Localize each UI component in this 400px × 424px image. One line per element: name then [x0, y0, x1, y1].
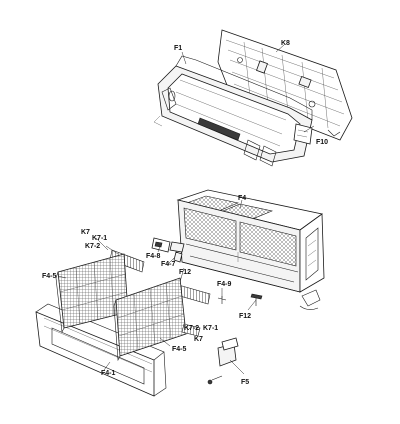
label-f4-1: F4-1 — [101, 370, 116, 377]
label-k7-top: K7 — [81, 229, 90, 236]
air-filter-right-f4-5 — [113, 277, 187, 362]
chassis-f1 — [153, 55, 313, 167]
label-f4-7: F4-7 — [161, 261, 176, 268]
label-f4: F4 — [238, 195, 246, 202]
label-k7-1-top: K7-1 — [92, 235, 107, 242]
label-f4-8: F4-8 — [146, 253, 161, 260]
air-filter-left-f4-5 — [55, 253, 129, 334]
part-f10 — [293, 123, 313, 145]
label-f5: F5 — [241, 379, 249, 386]
label-f4-5-bottom: F4-5 — [172, 346, 187, 353]
label-k7-bottom: K7 — [194, 336, 203, 343]
label-k7-1-bottom: K7-1 — [203, 325, 218, 332]
label-f12-a: F12 — [179, 269, 191, 276]
display-board-f4-8 — [151, 237, 171, 253]
label-f12-b: F12 — [239, 313, 251, 320]
label-k7-2-bottom: K7-2 — [184, 325, 199, 332]
screw-f12 — [250, 293, 263, 306]
label-k8: K8 — [281, 40, 290, 47]
front-panel-f4-1 — [35, 303, 167, 397]
label-f4-5-left: F4-5 — [42, 273, 57, 280]
label-f10: F10 — [316, 139, 328, 146]
leader-lines — [57, 44, 315, 375]
clip-f4-7 — [169, 241, 185, 263]
mounting-plate-k8 — [217, 29, 353, 141]
label-f1: F1 — [174, 45, 182, 52]
label-f4-9: F4-9 — [217, 281, 232, 288]
filter-strip-k7-2-bottom — [181, 323, 201, 337]
indoor-unit-body-f4 — [176, 189, 325, 310]
component-box-f5 — [207, 337, 239, 385]
label-k7-2-top: K7-2 — [85, 243, 100, 250]
